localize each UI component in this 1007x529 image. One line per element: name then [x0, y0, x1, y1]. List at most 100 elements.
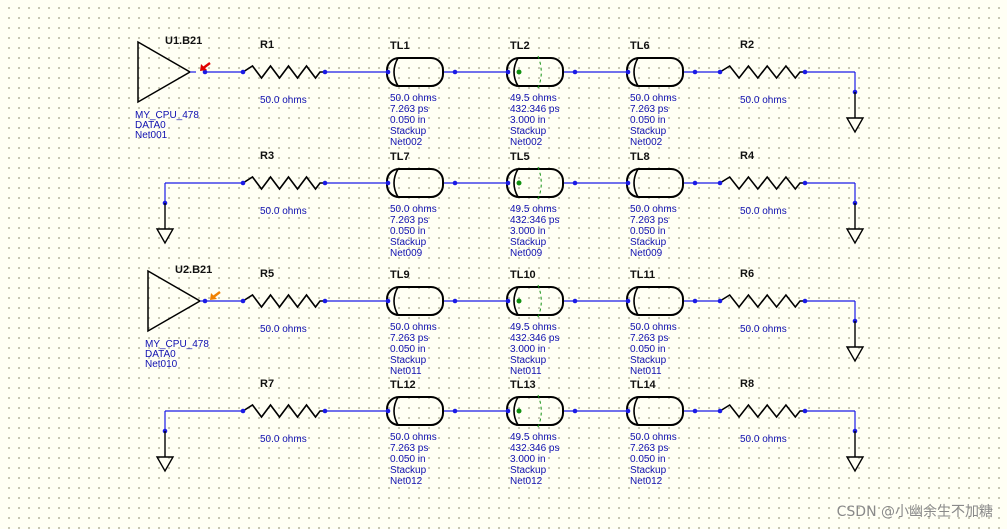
junction-dot [692, 408, 698, 414]
tline-prop-label: Net011 [510, 366, 542, 377]
junction-dot [240, 69, 246, 75]
watermark: CSDN @小幽余生不加糖 [836, 504, 993, 520]
tl7-tline[interactable] [386, 168, 444, 198]
coupling-line [536, 166, 542, 202]
coupling-line [536, 394, 542, 430]
r7-resistor[interactable] [242, 403, 325, 419]
tline-end-curve [393, 168, 399, 198]
tline-prop-label: 50.0 ohms [390, 322, 437, 333]
r8-resistor[interactable] [719, 403, 805, 419]
junction-dot [240, 180, 246, 186]
r6-resistor[interactable] [719, 293, 805, 309]
junction-dot [802, 180, 808, 186]
tline-prop-label: Stackup [630, 465, 667, 476]
tline-ref-label: TL10 [510, 269, 536, 281]
resistor-value-label: 50.0 ohms [740, 324, 787, 335]
resistor-value-label: 50.0 ohms [260, 434, 307, 445]
tl11-tline[interactable] [626, 286, 684, 316]
tline-prop-label: 0.050 in [390, 115, 426, 126]
driver-prop-label: Net001 [135, 130, 168, 141]
junction-dot [717, 180, 723, 186]
ground-symbol [845, 321, 865, 363]
tline-prop-label: 432.346 ps [510, 104, 560, 115]
resistor-value-label: 50.0 ohms [740, 434, 787, 445]
junction-dot [692, 298, 698, 304]
junction-dot [385, 180, 391, 186]
junction-dot [625, 69, 631, 75]
tline-prop-label: Net012 [390, 476, 423, 487]
tline-end-curve [513, 57, 519, 87]
tl10-tline[interactable] [506, 284, 564, 320]
junction-dot [240, 298, 246, 304]
tline-ref-label: TL6 [630, 40, 650, 52]
tl5-tline[interactable] [506, 166, 564, 202]
tline-end-curve [513, 396, 519, 426]
junction-dot [322, 298, 328, 304]
tline-end-curve [633, 286, 639, 316]
junction-dot [625, 298, 631, 304]
tline-prop-label: Net009 [630, 248, 663, 259]
r1-resistor[interactable] [242, 64, 325, 80]
coupling-line [536, 55, 542, 91]
junction-dot [322, 180, 328, 186]
tline-prop-label: Stackup [510, 126, 547, 137]
tline-end-curve [633, 396, 639, 426]
tline-prop-label: 432.346 ps [510, 443, 560, 454]
tl8-tline[interactable] [626, 168, 684, 198]
r3-resistor[interactable] [242, 175, 325, 191]
driver-ref-label: U1.B21 [165, 35, 202, 47]
tline-prop-label: Stackup [510, 355, 547, 366]
junction-dot [202, 69, 208, 75]
driver-buffer[interactable] [147, 269, 221, 333]
resistor-value-label: 50.0 ohms [260, 95, 307, 106]
tline-prop-label: 3.000 in [510, 344, 546, 355]
junction-dot [717, 69, 723, 75]
junction-dot [452, 69, 458, 75]
tline-prop-label: 50.0 ohms [630, 432, 677, 443]
tline-prop-label: 0.050 in [390, 454, 426, 465]
tl14-tline[interactable] [626, 396, 684, 426]
tl12-tline[interactable] [386, 396, 444, 426]
tline-prop-label: Net012 [510, 476, 543, 487]
tline-prop-label: Net002 [630, 137, 663, 148]
ground-symbol [155, 431, 175, 473]
driver-buffer[interactable] [137, 40, 211, 104]
tline-prop-label: 0.050 in [630, 115, 666, 126]
tline-prop-label: Net012 [630, 476, 663, 487]
tline-prop-label: Stackup [390, 126, 427, 137]
tl6-tline[interactable] [626, 57, 684, 87]
driver-prop-label: Net010 [145, 359, 178, 370]
driver-prop-label: MY_CPU_478 [135, 110, 199, 121]
tl9-tline[interactable] [386, 286, 444, 316]
tline-ref-label: TL8 [630, 151, 650, 163]
junction-dot [625, 408, 631, 414]
r4-resistor[interactable] [719, 175, 805, 191]
r5-resistor[interactable] [242, 293, 325, 309]
tl13-tline[interactable] [506, 394, 564, 430]
tl2-tline[interactable] [506, 55, 564, 91]
tline-prop-label: 50.0 ohms [390, 432, 437, 443]
driver-prop-label: DATA0 [145, 349, 176, 360]
resistor-value-label: 50.0 ohms [740, 206, 787, 217]
driver-prop-label: MY_CPU_478 [145, 339, 209, 350]
junction-dot [717, 408, 723, 414]
junction-dot [385, 298, 391, 304]
net-wire [205, 300, 856, 321]
tline-prop-label: Net011 [390, 366, 422, 377]
probe-arrowhead-icon [210, 293, 217, 300]
tline-prop-label: Stackup [630, 126, 667, 137]
tline-ref-label: TL11 [630, 269, 655, 281]
junction-dot [572, 408, 578, 414]
junction-dot [505, 69, 511, 75]
junction-dot [572, 298, 578, 304]
junction-dot [717, 298, 723, 304]
tline-prop-label: 50.0 ohms [630, 322, 677, 333]
r2-resistor[interactable] [719, 64, 805, 80]
tline-end-curve [513, 286, 519, 316]
tl1-tline[interactable] [386, 57, 444, 87]
buffer-triangle [137, 40, 192, 104]
resistor-ref-label: R6 [740, 268, 754, 280]
tline-prop-label: 3.000 in [510, 454, 546, 465]
